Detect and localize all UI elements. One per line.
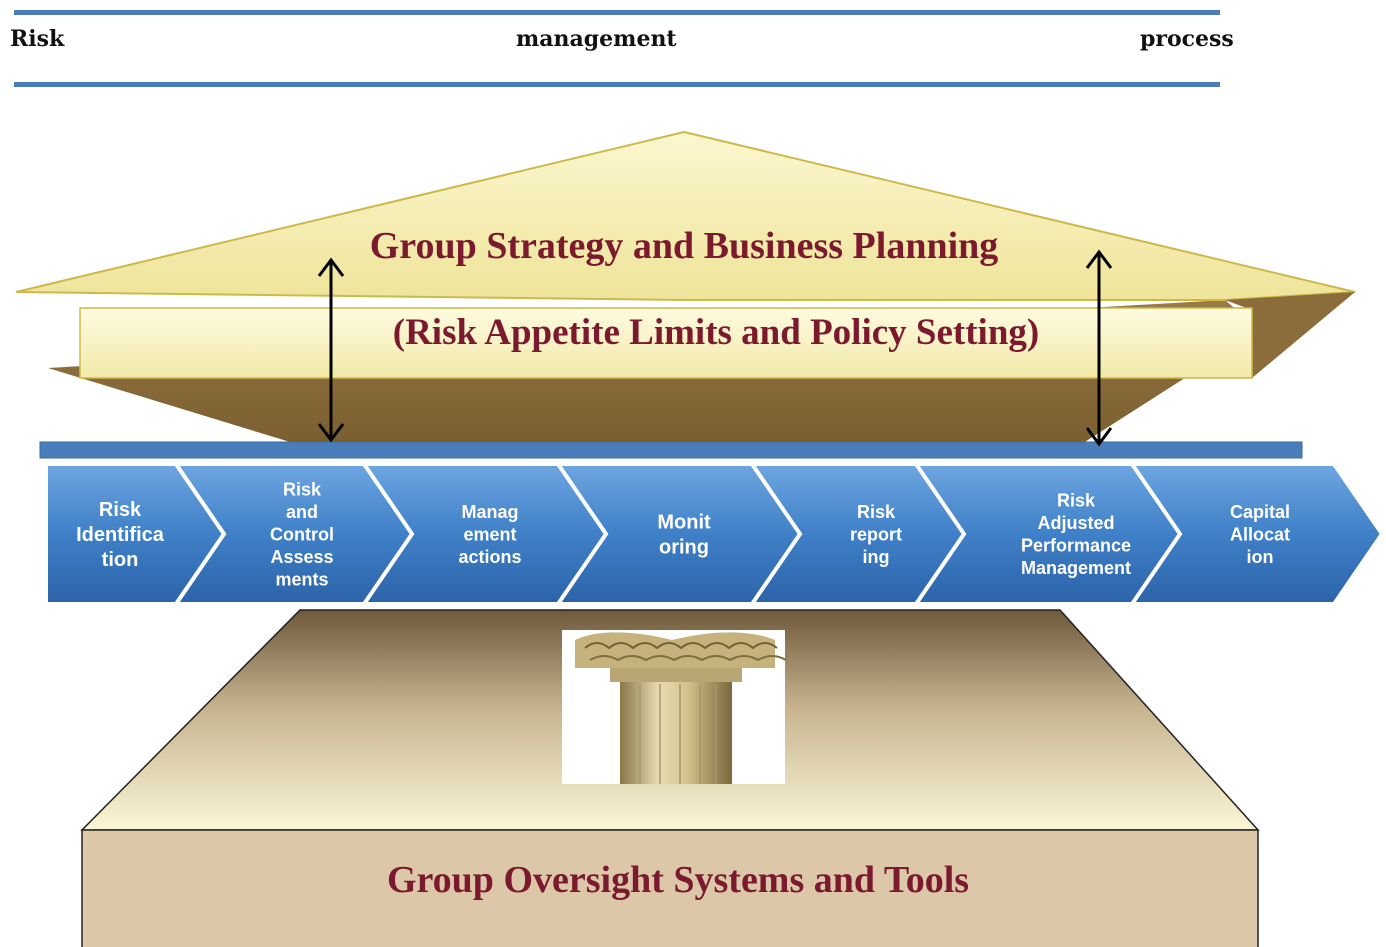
foundation-base bbox=[81, 829, 1259, 947]
title-word-process: process bbox=[1140, 26, 1234, 52]
process-step-label: Risk bbox=[857, 502, 896, 522]
process-step-label: ion bbox=[1247, 547, 1274, 567]
roof-right-shadow bbox=[1225, 292, 1355, 378]
title-word-management: management bbox=[516, 26, 677, 52]
process-step-label: Performance bbox=[1021, 536, 1131, 556]
foundation-label: Group Oversight Systems and Tools bbox=[387, 859, 969, 901]
process-step-label: Capital bbox=[1230, 502, 1290, 522]
process-step-label: ing bbox=[863, 547, 890, 567]
left-double-arrow bbox=[317, 257, 345, 443]
process-beam bbox=[39, 441, 1303, 459]
process-step-label: and bbox=[286, 502, 318, 522]
process-step-label: Adjusted bbox=[1037, 513, 1114, 533]
process-step-label: Control bbox=[270, 524, 334, 544]
process-step-label: Management bbox=[1021, 558, 1131, 578]
top-rule bbox=[14, 10, 1220, 15]
process-step-label: report bbox=[850, 524, 902, 544]
process-step-label: actions bbox=[458, 547, 521, 567]
process-step-label: Allocat bbox=[1230, 524, 1290, 544]
roof-subtitle: (Risk Appetite Limits and Policy Setting… bbox=[393, 312, 1040, 353]
process-step-label: oring bbox=[659, 537, 709, 559]
process-step-label: Monit bbox=[657, 512, 711, 534]
right-double-arrow bbox=[1085, 249, 1113, 447]
process-step-label: Risk bbox=[283, 479, 322, 499]
bottom-rule bbox=[14, 82, 1220, 87]
process-step-label: tion bbox=[102, 549, 139, 571]
roof-title: Group Strategy and Business Planning bbox=[370, 225, 999, 267]
roof-pediment bbox=[15, 130, 1356, 301]
process-step-label: Manag bbox=[461, 502, 518, 522]
process-step-label: ement bbox=[463, 524, 516, 544]
process-step-label: ments bbox=[275, 569, 328, 589]
process-step-label: Risk bbox=[1057, 491, 1096, 511]
process-step-label: Identifica bbox=[76, 524, 165, 546]
process-step-label: Assess bbox=[270, 547, 333, 567]
title-word-risk: Risk bbox=[10, 26, 65, 52]
process-step-label: Risk bbox=[99, 499, 142, 521]
process-step-chevron bbox=[1128, 462, 1385, 606]
column-image bbox=[562, 630, 787, 784]
policy-banner bbox=[79, 307, 1253, 379]
